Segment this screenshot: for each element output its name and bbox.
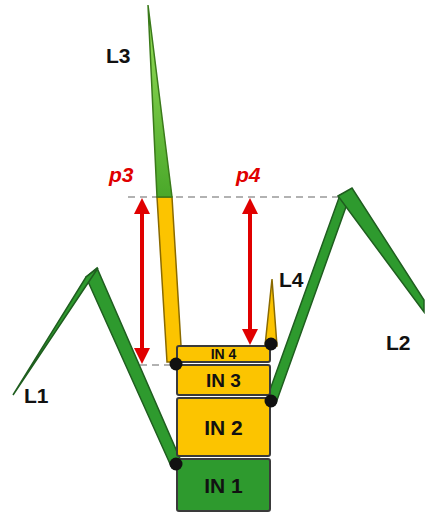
reference-line: [140, 364, 175, 366]
leaf-label: L2: [386, 331, 411, 355]
length-arrow: [248, 210, 252, 333]
leaf-label: L4: [279, 268, 304, 292]
leaf-sheath: [157, 197, 182, 362]
internode-box: IN 2: [176, 397, 271, 457]
internode-label: IN 2: [204, 417, 243, 438]
leaf-label: L1: [24, 384, 49, 408]
arrow-head: [242, 329, 258, 345]
leaf-blade: [148, 5, 172, 197]
internode-box: IN 3: [176, 364, 271, 396]
leaf-blade: [13, 268, 98, 395]
arrow-head: [134, 348, 150, 364]
arrow-head: [242, 198, 258, 214]
internode-box: IN 4: [176, 345, 271, 363]
internode-label: IN 3: [206, 371, 241, 390]
leaf-sheath: [266, 190, 352, 403]
arrow-head: [134, 198, 150, 214]
internode-label: IN 4: [211, 347, 237, 361]
length-label: p3: [109, 163, 134, 187]
node-dot: [170, 358, 183, 371]
internode-label: IN 1: [204, 475, 243, 496]
node-dot: [170, 458, 183, 471]
leaf-blade: [338, 188, 424, 312]
leaf-young: [265, 279, 277, 346]
leaf-label: L3: [106, 44, 131, 68]
internode-box: IN 1: [176, 458, 271, 512]
length-label: p4: [236, 163, 261, 187]
node-dot: [265, 338, 278, 351]
node-dot: [265, 395, 278, 408]
length-arrow: [140, 210, 144, 352]
